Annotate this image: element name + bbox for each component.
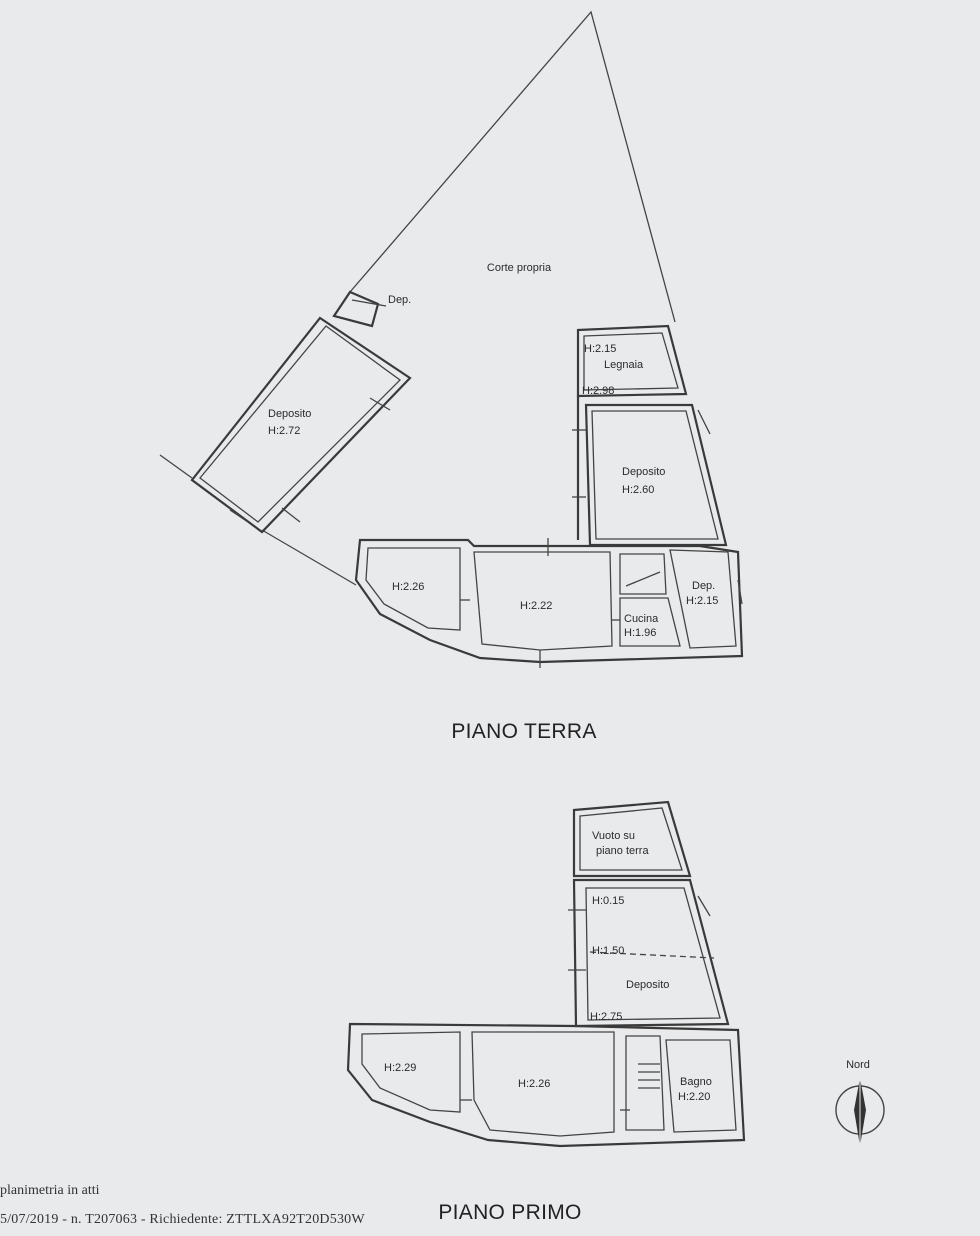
label-room-a-primo-height: H:2.29 bbox=[384, 1062, 416, 1074]
label-h-275: H:2.75 bbox=[590, 1011, 622, 1023]
deposito-left-outline bbox=[190, 316, 412, 534]
deposito-left-window bbox=[369, 397, 391, 411]
compass: Nord bbox=[835, 1059, 885, 1146]
label-deposito-left-height: H:2.72 bbox=[268, 425, 300, 437]
label-bagno: Bagno bbox=[680, 1076, 712, 1088]
deposito-right-window bbox=[697, 409, 711, 435]
vuoto-outline bbox=[572, 800, 692, 878]
footer-planimetria: planimetria in atti bbox=[0, 1183, 100, 1198]
ground-floor-plan: Corte propria Dep. Deposito H:2.72 H:2.1… bbox=[159, 10, 744, 743]
label-legnaia: Legnaia bbox=[604, 359, 644, 371]
label-dep-small: Dep. bbox=[388, 294, 411, 306]
room-a-outline bbox=[365, 547, 461, 631]
first-floor-house-outline bbox=[346, 1022, 746, 1148]
label-room-b-height: H:2.22 bbox=[520, 600, 552, 612]
boundary-line-bottom bbox=[261, 529, 357, 586]
room-b-primo-outline bbox=[471, 1031, 615, 1137]
bagno-outline bbox=[665, 1039, 737, 1133]
label-legnaia-height-top: H:2.15 bbox=[584, 343, 616, 355]
footer-richiedente: 5/07/2019 - n. T207063 - Richiedente: ZT… bbox=[0, 1212, 365, 1227]
dep-right-outline bbox=[669, 549, 737, 649]
house-outline bbox=[354, 538, 744, 664]
label-dep-right: Dep. bbox=[692, 580, 715, 592]
title-piano-primo: PIANO PRIMO bbox=[438, 1201, 581, 1224]
label-deposito-left: Deposito bbox=[268, 408, 311, 420]
dep-small-outline bbox=[332, 290, 380, 328]
stairs-icon bbox=[625, 571, 661, 587]
first-floor-plan: Vuoto su piano terra H:0.15 H:1.50 Depos… bbox=[346, 800, 746, 1148]
label-dep-right-height: H:2.15 bbox=[686, 595, 718, 607]
boundary-line-left bbox=[159, 454, 193, 479]
deposito-right-outline bbox=[584, 403, 728, 547]
courtyard-boundary bbox=[349, 10, 676, 323]
label-legnaia-height-bottom: H:2.98 bbox=[582, 385, 614, 397]
deposito-primo-outline bbox=[572, 878, 730, 1028]
label-h-150: H:1.50 bbox=[592, 945, 624, 957]
cucina-outline bbox=[619, 597, 681, 647]
label-deposito-right: Deposito bbox=[622, 466, 665, 478]
label-cucina-height: H:1.96 bbox=[624, 627, 656, 639]
title-piano-terra: PIANO TERRA bbox=[451, 720, 596, 743]
label-room-b-primo-height: H:2.26 bbox=[518, 1078, 550, 1090]
height-change-line bbox=[589, 951, 715, 959]
label-cucina: Cucina bbox=[624, 613, 659, 625]
stairs-outline bbox=[619, 553, 667, 595]
label-h-015: H:0.15 bbox=[592, 895, 624, 907]
label-deposito-primo: Deposito bbox=[626, 979, 669, 991]
label-bagno-height: H:2.20 bbox=[678, 1091, 710, 1103]
label-corte-propria: Corte propria bbox=[487, 262, 552, 274]
stairs-primo-outline bbox=[625, 1035, 665, 1131]
label-deposito-right-height: H:2.60 bbox=[622, 484, 654, 496]
room-a-primo-outline bbox=[361, 1031, 461, 1113]
label-vuoto-line2: piano terra bbox=[596, 845, 649, 857]
label-room-a-height: H:2.26 bbox=[392, 581, 424, 593]
north-arrow-icon bbox=[835, 1078, 885, 1146]
legnaia-outline bbox=[576, 324, 688, 398]
compass-label: Nord bbox=[846, 1059, 870, 1071]
label-vuoto-line1: Vuoto su bbox=[592, 830, 635, 842]
dep-small-door bbox=[351, 299, 387, 307]
room-b-outline bbox=[473, 551, 613, 651]
